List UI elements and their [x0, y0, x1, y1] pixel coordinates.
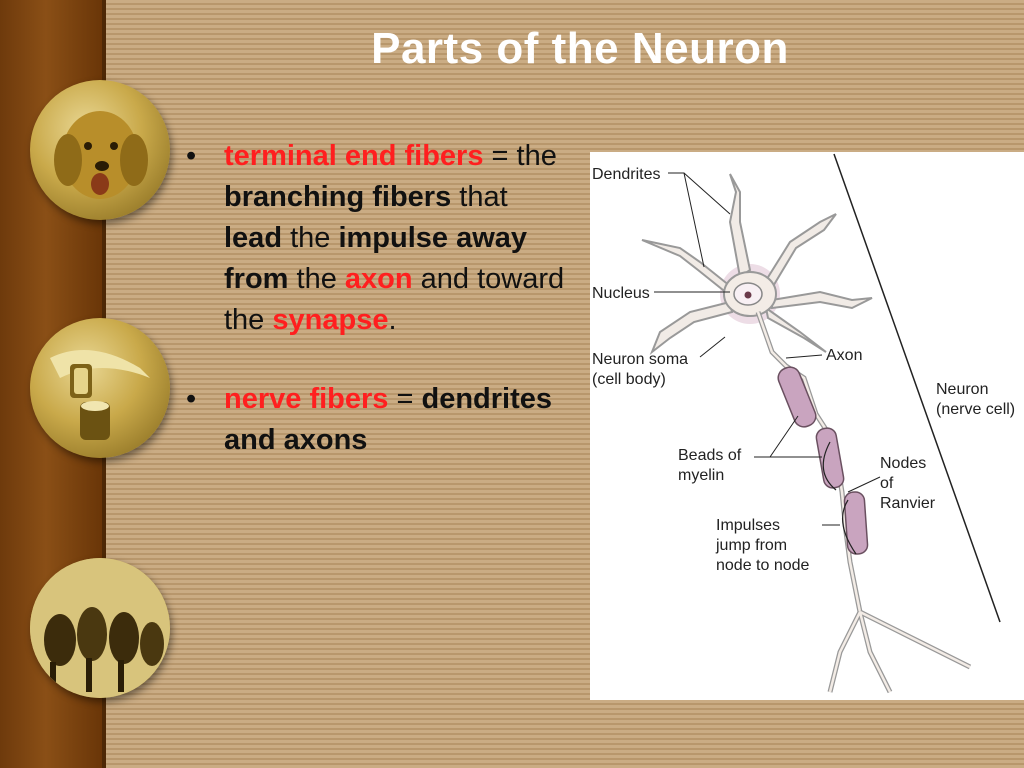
- cows-medallion-icon: [30, 558, 170, 698]
- bullet-list: • terminal end fibers = the branching fi…: [180, 136, 570, 461]
- text-segment: terminal end fibers: [224, 140, 484, 172]
- label-nodes-1: Nodes: [880, 455, 926, 472]
- label-axon: Axon: [826, 347, 862, 364]
- label-dendrites: Dendrites: [592, 166, 660, 183]
- text-segment: .: [388, 304, 397, 336]
- text-segment: impulse away from: [224, 222, 528, 295]
- text-segment: branching fibers: [224, 181, 452, 213]
- text-segment: that: [451, 181, 508, 213]
- label-nodes-3: Ranvier: [880, 495, 936, 512]
- text-segment: dendrites and axons: [224, 383, 553, 456]
- text-segment: axon: [344, 263, 413, 295]
- text-segment: and toward the: [224, 263, 565, 336]
- myelin-beads: [777, 366, 869, 555]
- terminal-branches: [827, 609, 972, 694]
- text-segment: synapse: [272, 304, 389, 336]
- bullet-marker: •: [186, 140, 197, 172]
- label-neuron-1: Neuron: [936, 381, 988, 398]
- bullet-item: • nerve fibers = dendrites and axons: [180, 379, 570, 461]
- dendrite-branches: [641, 173, 873, 356]
- label-neuron-2: (nerve cell): [936, 401, 1015, 418]
- label-beads-1: Beads of: [678, 447, 742, 464]
- label-impulses-1: Impulses: [716, 517, 780, 534]
- bullet-item: • terminal end fibers = the branching fi…: [180, 136, 570, 341]
- neuron-diagram: Dendrites Nucleus Neuron soma (cell body…: [590, 152, 1024, 700]
- dog-medallion-icon: [30, 80, 170, 220]
- nucleolus: [744, 291, 752, 299]
- text-segment: = the: [483, 140, 557, 172]
- label-nucleus: Nucleus: [592, 285, 650, 302]
- label-soma-1: Neuron soma: [592, 351, 688, 368]
- label-soma-2: (cell body): [592, 371, 666, 388]
- text-segment: the: [282, 222, 339, 254]
- text-segment: =: [388, 383, 422, 415]
- neuron-bracket-line: [833, 153, 1001, 623]
- bullet-marker: •: [186, 383, 197, 415]
- text-segment: the: [288, 263, 345, 295]
- label-impulses-3: node to node: [716, 557, 810, 574]
- text-segment: lead: [224, 222, 283, 254]
- text-segment: nerve fibers: [224, 383, 389, 415]
- label-beads-2: myelin: [678, 467, 724, 484]
- label-impulses-2: jump from: [715, 537, 787, 554]
- label-nodes-2: of: [880, 475, 894, 492]
- leader-lines: [654, 172, 881, 555]
- vials-medallion-icon: [30, 318, 170, 458]
- slide-title: Parts of the Neuron: [371, 24, 789, 73]
- terminal-branches-inner: [828, 610, 971, 693]
